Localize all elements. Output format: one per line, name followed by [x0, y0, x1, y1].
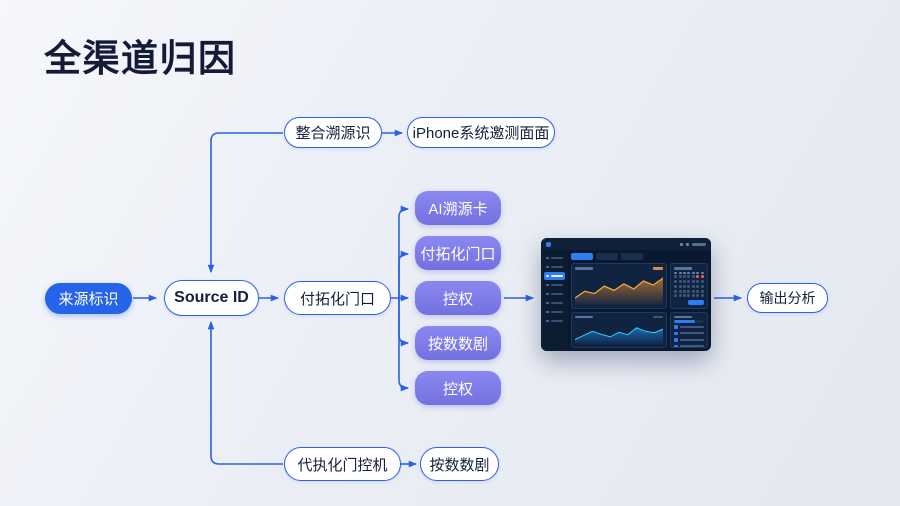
calendar-cell: [691, 289, 695, 293]
username-text: [692, 242, 706, 246]
node-purple-4: 按数数剧: [415, 326, 501, 360]
calendar-cell: [696, 271, 700, 274]
calendar-cell: [696, 284, 700, 288]
calendar-cell: [674, 280, 678, 284]
cyan-area-chart: [575, 327, 663, 344]
dashboard-topbar: [541, 238, 711, 250]
dashboard-calendar-panel: [670, 263, 708, 309]
calendar-cell: [674, 289, 678, 293]
calendar-cell: [691, 280, 695, 284]
node-output-analysis: 输出分析: [747, 283, 828, 313]
calendar-cell: [674, 275, 678, 279]
dashboard-screenshot: [541, 238, 711, 351]
calendar-cell: [678, 284, 682, 288]
arrow-mid-to-p4: [398, 298, 410, 347]
calendar-cell: [700, 289, 704, 293]
sidebar-item: [544, 263, 565, 271]
list-row: [674, 325, 704, 329]
calendar-cell: [683, 289, 687, 293]
list-row: [674, 338, 704, 342]
node-bottom-branch: 代执化门控机: [284, 447, 401, 481]
calendar-cell: [687, 284, 691, 288]
node-bottom-result: 按数数剧: [420, 447, 499, 481]
calendar-cell: [700, 271, 704, 274]
calendar-cell: [678, 289, 682, 293]
node-top-branch: 整合溯源识: [284, 117, 382, 148]
calendar-cell: [700, 280, 704, 284]
calendar-cell: [696, 275, 700, 279]
calendar-cell: [683, 284, 687, 288]
dashboard-chart-panel-bottom: [571, 311, 667, 348]
sidebar-item: [544, 290, 565, 298]
sidebar-item: [544, 308, 565, 316]
node-purple-2: 付拓化门口: [415, 236, 501, 270]
calendar-cell: [678, 271, 682, 274]
progress-bar: [674, 320, 704, 324]
node-source-label: 来源标识: [45, 283, 132, 314]
node-ai-trace-card: AI溯源卡: [415, 191, 501, 225]
calendar-cell: [700, 275, 704, 279]
node-source-id: Source ID: [164, 280, 259, 316]
orange-area-chart: [575, 277, 663, 305]
calendar-cell: [674, 271, 678, 274]
calendar-grid: [674, 271, 704, 298]
calendar-cell: [678, 294, 682, 298]
dashboard-list: [674, 325, 704, 347]
calendar-cell: [678, 275, 682, 279]
calendar-cell: [696, 280, 700, 284]
list-row: [674, 344, 704, 347]
dashboard-tabs: [571, 253, 708, 260]
page-title: 全渠道归因: [44, 38, 237, 79]
arrow-mid-to-p1: [398, 205, 410, 298]
sidebar-item: [544, 299, 565, 307]
calendar-cell: [696, 294, 700, 298]
node-purple-3: 控权: [415, 281, 501, 315]
dashboard-tab: [621, 253, 643, 260]
node-purple-5: 控权: [415, 371, 501, 405]
calendar-cell: [691, 294, 695, 298]
arrow-bottombranch-to-sourceid: [207, 320, 283, 465]
calendar-cell: [678, 280, 682, 284]
dashboard-tab: [596, 253, 618, 260]
calendar-cell: [700, 284, 704, 288]
sidebar-item: [544, 281, 565, 289]
calendar-cell: [691, 271, 695, 274]
dashboard-logo-icon: [546, 241, 551, 247]
calendar-cell: [700, 294, 704, 298]
dashboard-list-panel: [670, 311, 708, 348]
sidebar-item: [544, 254, 565, 262]
calendar-cell: [683, 294, 687, 298]
list-row: [674, 331, 704, 336]
calendar-cell: [674, 294, 678, 298]
calendar-confirm-button: [688, 299, 704, 305]
dashboard-sidebar: [541, 250, 568, 351]
dashboard-tab: [571, 253, 593, 260]
calendar-cell: [696, 289, 700, 293]
sidebar-item: [544, 317, 565, 325]
calendar-cell: [687, 271, 691, 274]
bell-icon: [680, 242, 683, 246]
calendar-cell: [691, 275, 695, 279]
avatar: [686, 242, 689, 246]
arrow-mid-to-p2: [398, 250, 410, 298]
calendar-cell: [687, 280, 691, 284]
calendar-cell: [687, 294, 691, 298]
node-mid-branch: 付拓化门口: [284, 281, 391, 315]
calendar-cell: [687, 275, 691, 279]
sidebar-item: [544, 272, 565, 280]
calendar-cell: [691, 284, 695, 288]
arrow-topbranch-to-sourceid: [207, 132, 283, 274]
arrow-mid-to-p5: [398, 298, 410, 392]
calendar-cell: [683, 271, 687, 274]
node-iphone-result: iPhone系统邀测面面: [407, 117, 555, 148]
calendar-cell: [683, 280, 687, 284]
dashboard-chart-panel-top: [571, 263, 667, 309]
calendar-cell: [687, 289, 691, 293]
calendar-cell: [674, 284, 678, 288]
calendar-cell: [683, 275, 687, 279]
